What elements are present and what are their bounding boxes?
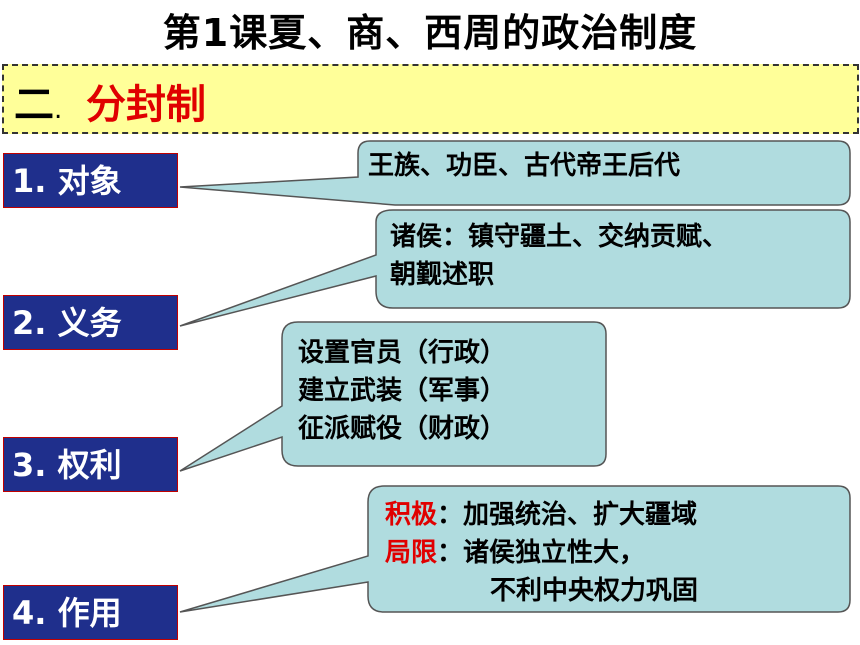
- callout-text-2-line1: 诸侯：镇守疆土、交纳贡赋、: [390, 222, 729, 252]
- label-object: 1. 对象: [3, 153, 178, 208]
- callout-bubble-2: [179, 209, 851, 327]
- limit-text: ：诸侯独立性大，: [437, 538, 646, 568]
- callout-text-4-limit-cont: 不利中央权力巩固: [490, 576, 699, 606]
- section-header: 二. 分封制: [2, 64, 859, 134]
- page-title: 第1课夏、商、西周的政治制度: [162, 11, 698, 55]
- callout-text-3-line1: 设置官员（行政）: [298, 338, 507, 368]
- callout-text-4-limit: 局限：诸侯独立性大，: [385, 534, 645, 572]
- section-name: 分封制: [86, 82, 206, 128]
- callout-text-3-line2: 建立武装（军事）: [298, 376, 507, 406]
- callout-bubble-1: [179, 140, 851, 206]
- callout-text-3-line3: 征派赋役（财政）: [298, 414, 507, 444]
- label-obligation: 2. 义务: [3, 295, 178, 350]
- callout-text-1: 王族、功臣、古代帝王后代: [368, 151, 681, 181]
- limit-key: 局限: [385, 538, 438, 568]
- callout-bubble-4: [179, 485, 851, 613]
- label-rights: 3. 权利: [3, 437, 178, 492]
- positive-key: 积极: [385, 500, 438, 530]
- callout-text-4-positive: 积极：加强统治、扩大疆域: [385, 496, 697, 534]
- callout-text-2-line2: 朝觐述职: [390, 260, 495, 290]
- positive-text: ：加强统治、扩大疆域: [437, 500, 698, 530]
- label-effect: 4. 作用: [3, 585, 178, 640]
- section-number: 二.: [14, 82, 63, 128]
- callout-bubble-3: [179, 321, 607, 472]
